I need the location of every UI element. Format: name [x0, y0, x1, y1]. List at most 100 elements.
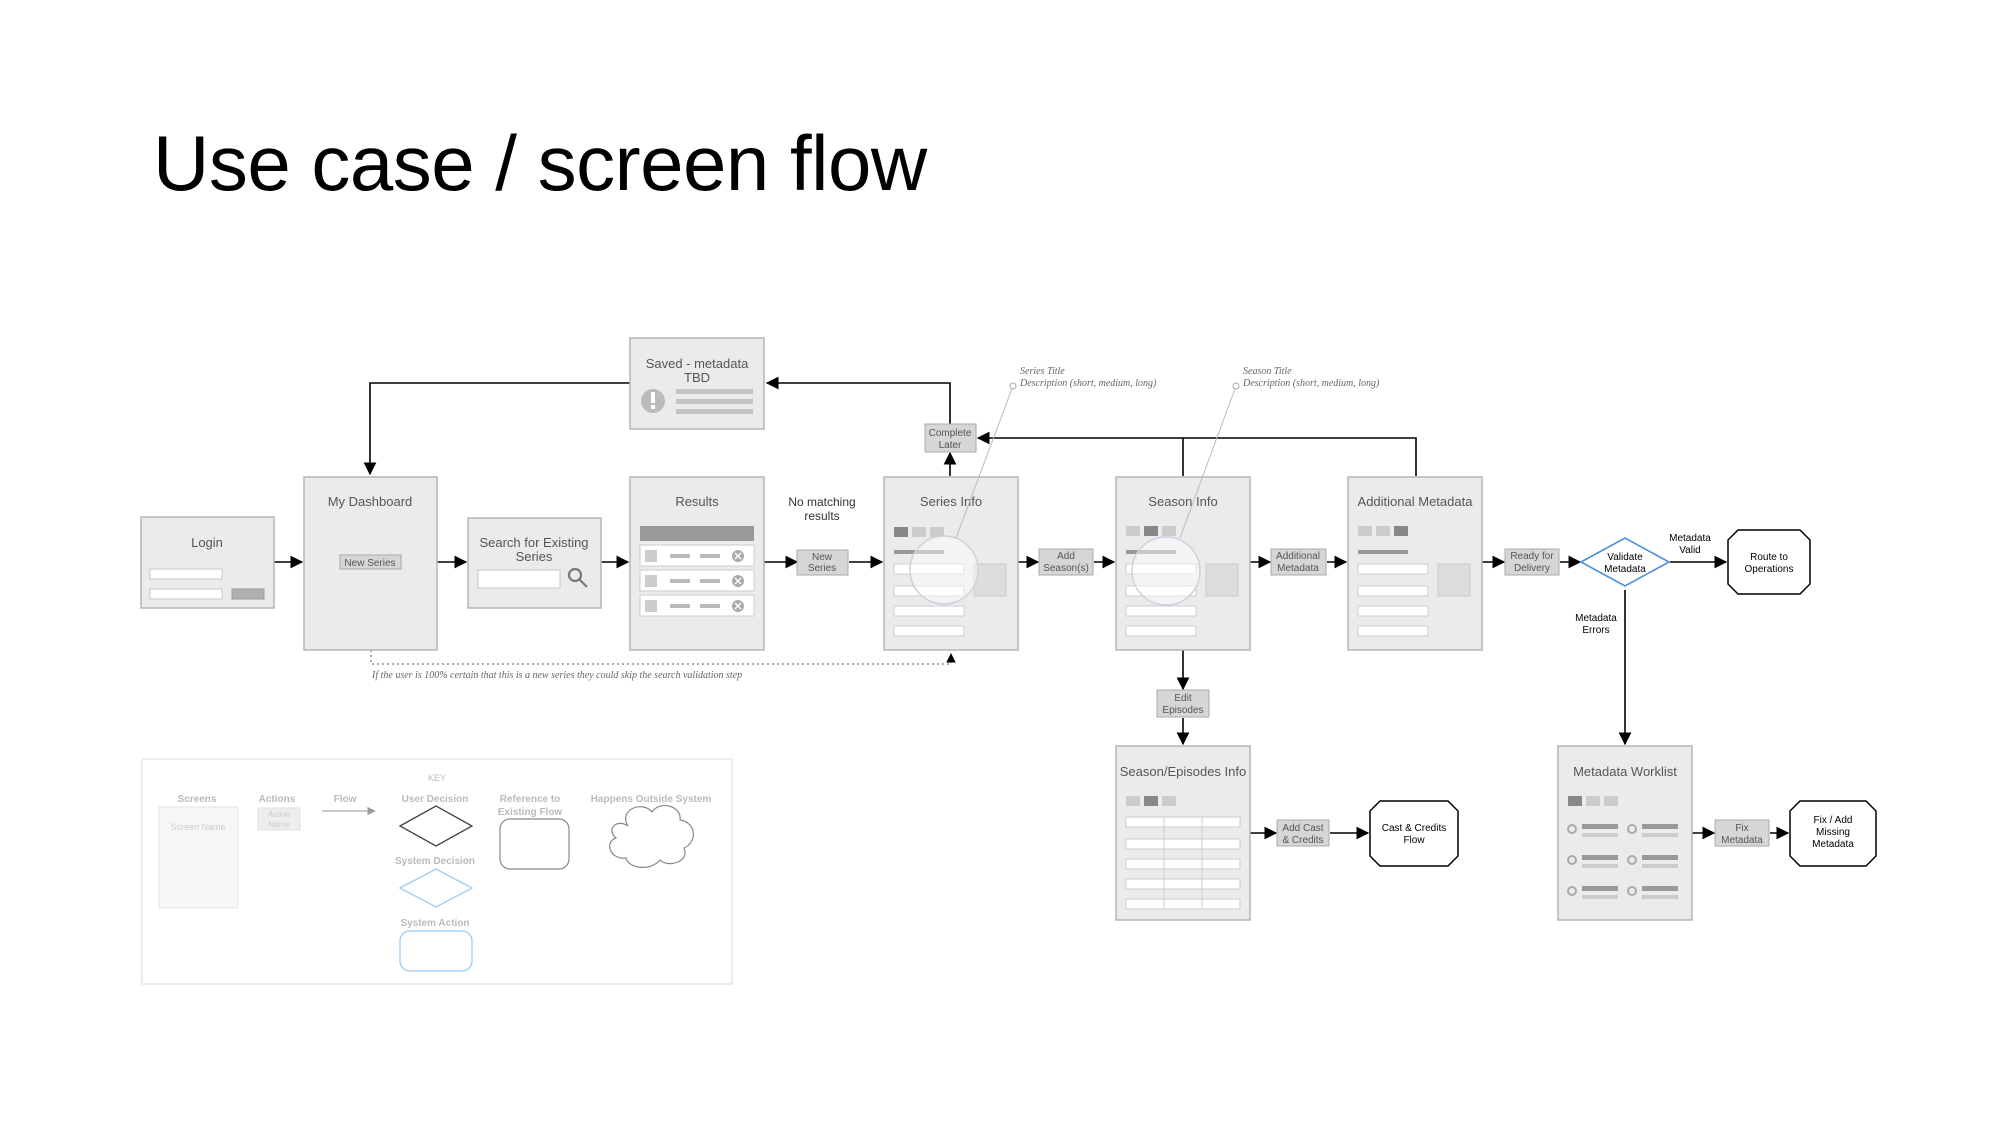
screen-search-title-line1: Search for Existing — [479, 535, 588, 550]
svg-text:Episodes: Episodes — [1162, 705, 1203, 716]
episodes-table — [1125, 816, 1241, 910]
screen-saved: Saved - metadata TBD — [629, 337, 765, 430]
action-add-cast-credits: Add Cast & Credits — [1276, 819, 1330, 847]
annotation-anchor-series — [1009, 382, 1017, 390]
decision-validate-metadata: Validate Metadata — [1579, 537, 1671, 587]
legend-user-decision-label: User Decision — [402, 794, 469, 805]
legend-reference-shape — [499, 818, 570, 870]
action-new-series-dashboard-label: New Series — [344, 558, 395, 569]
svg-text:Add: Add — [1057, 551, 1075, 562]
screen-season-episodes-title: Season/Episodes Info — [1120, 764, 1246, 779]
svg-text:Metadata: Metadata — [1721, 835, 1763, 846]
legend-screen-sample — [158, 806, 239, 909]
screen-search: Search for Existing Series — [467, 517, 602, 609]
flow-label-metadata-errors-2: Errors — [1582, 625, 1609, 636]
annotation-series-1: Series Title — [1020, 366, 1065, 377]
svg-text:Complete: Complete — [929, 428, 972, 439]
svg-text:Add Cast: Add Cast — [1282, 823, 1323, 834]
flow-label-metadata-errors-1: Metadata — [1575, 613, 1617, 624]
action-fix-metadata: Fix Metadata — [1714, 819, 1770, 847]
screen-additional-metadata: Additional Metadata — [1347, 476, 1483, 651]
svg-text:New: New — [812, 552, 833, 563]
svg-text:Name: Name — [268, 820, 290, 829]
annotation-skip-search: If the user is 100% certain that this is… — [371, 670, 742, 681]
action-edit-episodes: Edit Episodes — [1156, 689, 1210, 718]
svg-text:Series: Series — [808, 563, 836, 574]
gear-icon — [1627, 855, 1637, 865]
flow-completelater-saved — [765, 376, 951, 424]
reference-fix-add-missing-metadata: Fix / Add Missing Metadata — [1789, 800, 1877, 867]
page-title: Use case / screen flow — [153, 119, 927, 207]
gear-icon — [1567, 886, 1577, 896]
action-additional-metadata: Additional Metadata — [1270, 548, 1327, 576]
screen-login: Login — [140, 516, 275, 609]
screen-series-info: Series Info — [883, 476, 1019, 651]
annotation-leader-series — [955, 385, 1014, 539]
legend-system-action-shape — [399, 930, 473, 972]
svg-text:Fix: Fix — [1735, 823, 1748, 834]
legend-actions-label: Actions — [259, 794, 296, 805]
legend-flow-label: Flow — [334, 794, 357, 805]
screen-saved-title-2: TBD — [684, 370, 710, 385]
svg-text:Fix / Add: Fix / Add — [1814, 815, 1853, 826]
svg-text:& Credits: & Credits — [1282, 835, 1323, 846]
svg-text:Metadata: Metadata — [1277, 563, 1319, 574]
screen-series-info-title: Series Info — [920, 494, 982, 509]
screen-metadata-worklist-title: Metadata Worklist — [1573, 764, 1677, 779]
annotation-season-1: Season Title — [1243, 366, 1292, 377]
svg-text:Delivery: Delivery — [1514, 563, 1550, 574]
svg-text:Edit: Edit — [1174, 693, 1191, 704]
legend-action-sample — [257, 807, 301, 831]
results-table-header — [640, 526, 754, 541]
gear-icon — [1627, 824, 1637, 834]
svg-text:Action: Action — [268, 810, 290, 819]
legend-screen-name: Screen Name — [170, 822, 225, 832]
flow-seasoninfo-completelater — [976, 431, 1184, 476]
gear-icon — [1567, 855, 1577, 865]
screen-results-title: Results — [675, 494, 719, 509]
search-field — [477, 569, 561, 589]
svg-text:Validate: Validate — [1607, 552, 1643, 563]
results-row — [639, 569, 755, 592]
legend-user-decision-shape — [398, 805, 474, 847]
legend-screens-label: Screens — [178, 794, 217, 805]
annotation-season-2: Description (short, medium, long) — [1242, 378, 1380, 389]
legend-key: KEY Screens Screen Name Actions Action N… — [141, 758, 733, 985]
svg-text:Ready for: Ready for — [1510, 551, 1554, 562]
worklist-items — [1567, 824, 1678, 899]
screen-dashboard: My Dashboard New Series — [303, 476, 438, 651]
svg-text:Missing: Missing — [1816, 827, 1850, 838]
svg-text:Metadata: Metadata — [1604, 564, 1646, 575]
action-add-seasons: Add Season(s) — [1038, 548, 1094, 576]
flow-saved-dashboard — [363, 382, 630, 476]
svg-text:Operations: Operations — [1745, 564, 1794, 575]
screen-saved-title-1: Saved - metadata — [646, 356, 749, 371]
svg-text:Flow: Flow — [1403, 835, 1425, 846]
flow-additional-completelater — [1183, 437, 1417, 476]
screen-season-info-title: Season Info — [1148, 494, 1217, 509]
svg-text:Route to: Route to — [1750, 552, 1788, 563]
annotation-leader-season — [1179, 385, 1237, 539]
legend-system-action-label: System Action — [400, 918, 469, 929]
zoom-callout — [1131, 536, 1201, 606]
screen-metadata-worklist: Metadata Worklist — [1557, 745, 1693, 921]
login-username-field — [149, 568, 223, 580]
gear-icon — [1567, 824, 1577, 834]
gear-icon — [1627, 886, 1637, 896]
login-submit-button — [231, 588, 265, 600]
action-ready-for-delivery: Ready for Delivery — [1504, 548, 1560, 576]
action-new-series: New Series — [796, 549, 849, 576]
legend-reference-label-1: Reference to — [500, 794, 561, 805]
screen-results: Results — [629, 476, 765, 651]
screen-dashboard-title: My Dashboard — [328, 494, 413, 509]
legend-reference-label-2: Existing Flow — [498, 807, 563, 818]
flow-label-metadata-valid-2: Valid — [1679, 545, 1701, 556]
reference-cast-credits-flow: Cast & Credits Flow — [1369, 800, 1459, 867]
annotation-series-2: Description (short, medium, long) — [1019, 378, 1157, 389]
screen-login-title: Login — [191, 535, 223, 550]
results-row — [639, 544, 755, 567]
screen-season-episodes-info: Season/Episodes Info — [1115, 745, 1251, 921]
flow-label-metadata-valid-1: Metadata — [1669, 533, 1711, 544]
action-complete-later: Complete Later — [924, 423, 977, 453]
